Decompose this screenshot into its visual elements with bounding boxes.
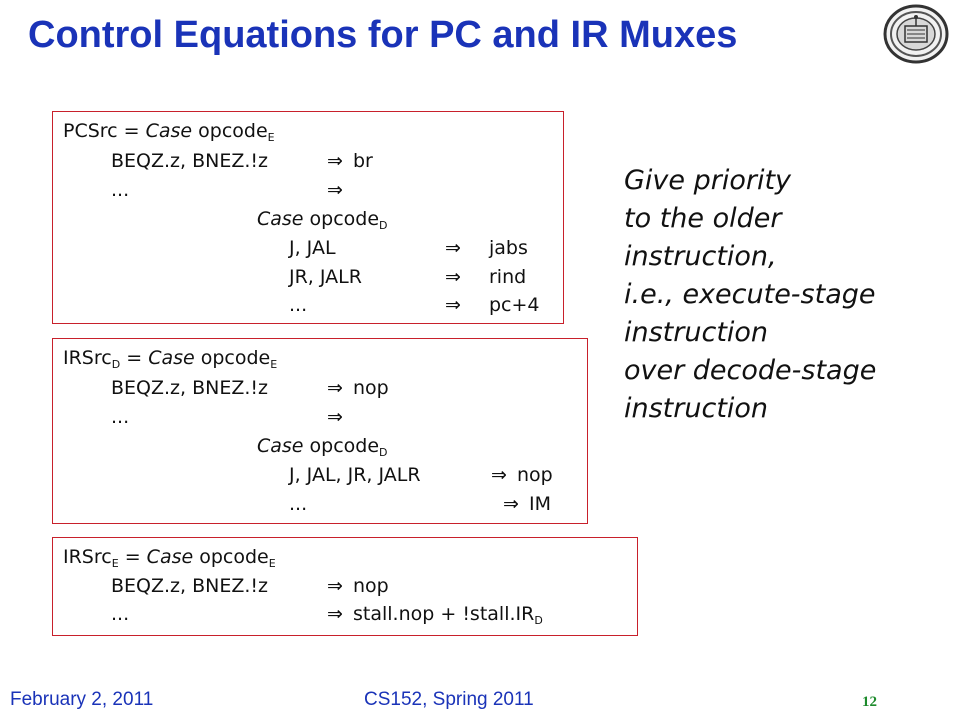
irsrcd-header: IRSrcD = Case opcodeE [63,347,278,371]
note-line: instruction, [624,241,777,272]
irsrcd-ops-ellipsis: ... [111,406,130,428]
note-line: over decode-stage [624,355,877,386]
irsrce-result-stall: stall.nop + !stall.IRD [353,603,543,627]
implies-icon: ⇒ [445,294,461,316]
implies-icon: ⇒ [327,179,343,201]
irsrcd-result-nop2: nop [517,464,553,486]
irsrcd-equation-box: IRSrcD = Case opcodeE BEQZ.z, BNEZ.!z ⇒ … [52,338,588,524]
irsrcd-ops-branch: BEQZ.z, BNEZ.!z [111,377,269,399]
note-line: instruction [624,317,769,348]
pcsrc-result-br: br [353,150,373,172]
irsrce-ops-ellipsis: ... [111,603,130,625]
note-line: Give priority [624,165,792,196]
irsrcd-inner-case: Case opcodeD [257,435,388,459]
priority-note: Give priority to the older instruction, … [624,162,876,428]
pcsrc-result-pc4: pc+4 [489,294,540,316]
irsrcd-ops-default: ... [289,493,308,515]
implies-icon: ⇒ [327,603,343,625]
implies-icon: ⇒ [445,237,461,259]
pcsrc-ops-jumpreg: JR, JALR [289,266,362,288]
implies-icon: ⇒ [327,575,343,597]
implies-icon: ⇒ [327,377,343,399]
pcsrc-header: PCSrc = Case opcodeE [63,120,275,144]
note-line: i.e., execute-stage [624,279,876,310]
irsrce-equation-box: IRSrcE = Case opcodeE BEQZ.z, BNEZ.!z ⇒ … [52,537,638,636]
page-number: 12 [862,694,877,710]
pcsrc-ops-ellipsis: ... [111,179,130,201]
university-seal-icon [883,4,949,64]
implies-icon: ⇒ [327,406,343,428]
note-line: to the older [624,203,782,234]
irsrce-ops-branch: BEQZ.z, BNEZ.!z [111,575,269,597]
implies-icon: ⇒ [491,464,507,486]
irsrce-header: IRSrcE = Case opcodeE [63,546,276,570]
pcsrc-inner-case: Case opcodeD [257,208,388,232]
pcsrc-ops-jump: J, JAL [289,237,336,259]
pcsrc-ops-branch: BEQZ.z, BNEZ.!z [111,150,269,172]
footer-course: CS152, Spring 2011 [364,689,534,710]
pcsrc-ops-default: ... [289,294,308,316]
note-line: instruction [624,393,769,424]
implies-icon: ⇒ [327,150,343,172]
pcsrc-result-rind: rind [489,266,527,288]
irsrcd-ops-jumps: J, JAL, JR, JALR [289,464,421,486]
slide-title: Control Equations for PC and IR Muxes [28,14,738,56]
pcsrc-result-jabs: jabs [489,237,528,259]
irsrce-result-nop: nop [353,575,389,597]
implies-icon: ⇒ [503,493,519,515]
footer-date: February 2, 2011 [10,689,154,710]
irsrcd-result-im: IM [529,493,551,515]
implies-icon: ⇒ [445,266,461,288]
pcsrc-equation-box: PCSrc = Case opcodeE BEQZ.z, BNEZ.!z ⇒ b… [52,111,564,324]
irsrcd-result-nop: nop [353,377,389,399]
